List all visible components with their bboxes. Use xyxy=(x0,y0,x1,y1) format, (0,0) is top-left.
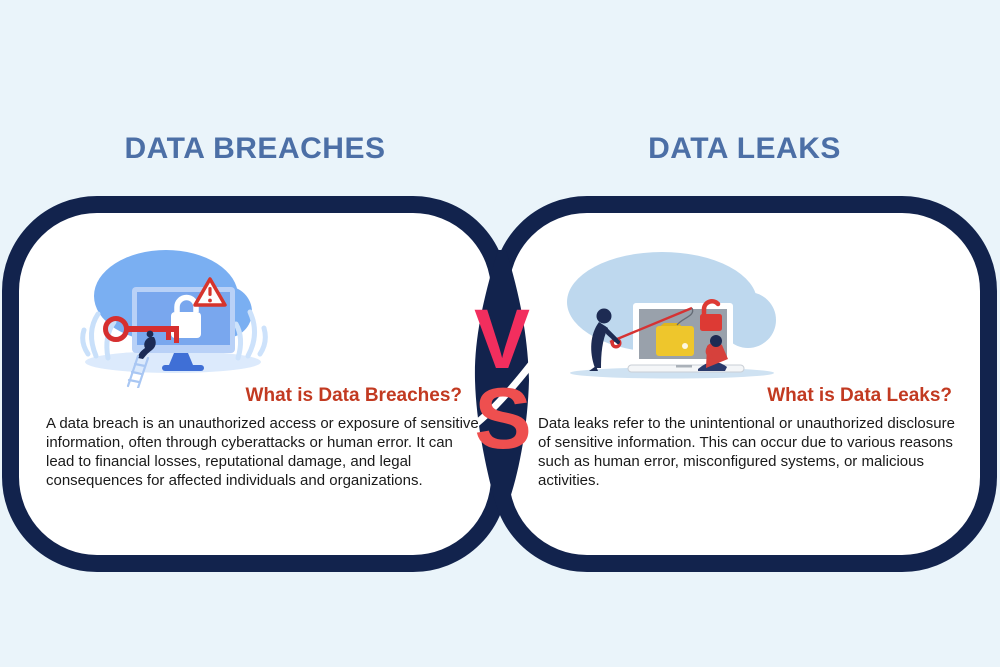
left-section-title: DATA BREACHES xyxy=(124,132,386,165)
foliage-right-icon xyxy=(233,309,268,361)
right-description-text: Data leaks refer to the unintentional or… xyxy=(538,415,955,489)
hacker-phisher-icon xyxy=(589,308,620,371)
open-padlock-icon xyxy=(700,299,722,331)
warning-triangle-icon xyxy=(193,277,227,307)
data-leaks-panel xyxy=(492,196,997,572)
sad-user-icon xyxy=(698,335,728,371)
right-section-title: DATA LEAKS xyxy=(648,132,841,165)
vs-letter-v: V xyxy=(474,292,530,386)
left-description-text: A data breach is an unauthorized access … xyxy=(46,415,479,489)
fishing-line-icon xyxy=(676,307,694,326)
folder-icon xyxy=(656,326,694,356)
hacker-climber-icon xyxy=(138,330,156,359)
fishing-rod-icon xyxy=(609,306,693,344)
key-tooth-icon xyxy=(174,332,179,343)
ladder-icon xyxy=(126,354,150,388)
vs-slash-icon xyxy=(464,354,540,434)
key-tooth-icon xyxy=(166,332,171,340)
data-leak-illustration xyxy=(567,252,776,379)
folder-dot xyxy=(682,343,688,349)
monitor-base xyxy=(162,365,204,371)
vs-divider-band xyxy=(474,250,529,498)
monitor-stand xyxy=(169,353,193,365)
laptop-notch xyxy=(676,365,692,368)
vs-letter-s: S xyxy=(474,371,531,467)
vs-divider: V S xyxy=(464,250,540,498)
blob-background xyxy=(720,292,776,348)
left-question-heading: What is Data Breaches? xyxy=(245,385,462,406)
right-question-heading: What is Data Leaks? xyxy=(767,385,952,406)
data-breach-illustration xyxy=(80,250,268,388)
key-shaft-icon xyxy=(126,326,179,332)
